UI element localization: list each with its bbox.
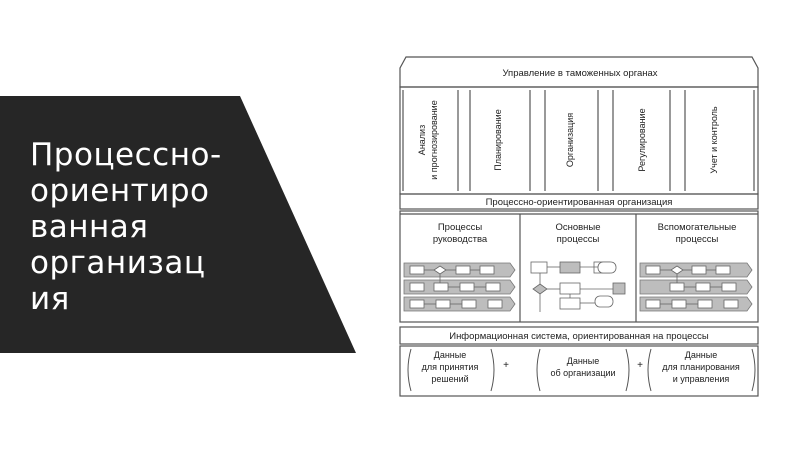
info-system-frame (399, 326, 759, 345)
data-block-planning-2: для планирования (662, 362, 740, 372)
plus-sign: + (637, 360, 643, 371)
slide-title-line: ориентиро (30, 173, 210, 209)
pillar-label-analysis-1: Анализ (417, 125, 427, 155)
data-block-organization-1: Данные (567, 356, 600, 366)
pillar-dividers (402, 90, 755, 191)
pillar-label-analysis-2: и прогнозирование (429, 100, 439, 179)
pillar-label-regulation: Регулирование (637, 108, 647, 171)
pillar-label-control: Учет и контроль (709, 106, 719, 173)
slide-title-line: ия (30, 281, 70, 317)
slide-title-line: организац (30, 245, 206, 281)
panel-title-core-1: Основные (555, 222, 600, 233)
support-process-flow (639, 262, 753, 312)
info-system-label: Информационная система, ориентированная … (449, 331, 709, 342)
slide-title-line: ванная (30, 209, 149, 245)
panel-title-management-2: руководства (433, 234, 488, 245)
plus-sign: + (503, 360, 509, 371)
data-block-decisions-3: решений (431, 374, 468, 384)
panel-title-support-2: процессы (676, 234, 719, 245)
process-panels-frame (399, 210, 759, 323)
data-row-frame (399, 345, 759, 397)
pillar-label-organization: Организация (565, 113, 575, 167)
panel-title-support-1: Вспомогательные (658, 222, 737, 233)
data-block-planning-3: и управления (673, 374, 730, 384)
banner-shape (0, 96, 356, 353)
data-block-decisions-2: для принятия (422, 362, 479, 372)
slide-title: Процессно- ориентиро ванная организац ия (30, 137, 260, 317)
data-block-decisions-1: Данные (434, 350, 467, 360)
band-frame (399, 193, 759, 210)
panel-title-management-1: Процессы (438, 222, 483, 233)
data-block-brackets (407, 348, 756, 392)
panel-title-core-2: процессы (557, 234, 600, 245)
roof-label: Управление в таможенных органах (502, 68, 657, 79)
data-block-organization-2: об организации (550, 368, 615, 378)
core-process-flowchart (530, 261, 626, 312)
band-label: Процессно-ориентированная организация (486, 197, 673, 208)
management-process-flow (403, 262, 516, 312)
data-block-planning-1: Данные (685, 350, 718, 360)
slide-title-line: Процессно- (30, 137, 222, 173)
pillar-label-planning: Планирование (493, 109, 503, 170)
pillars-frame (399, 86, 759, 195)
